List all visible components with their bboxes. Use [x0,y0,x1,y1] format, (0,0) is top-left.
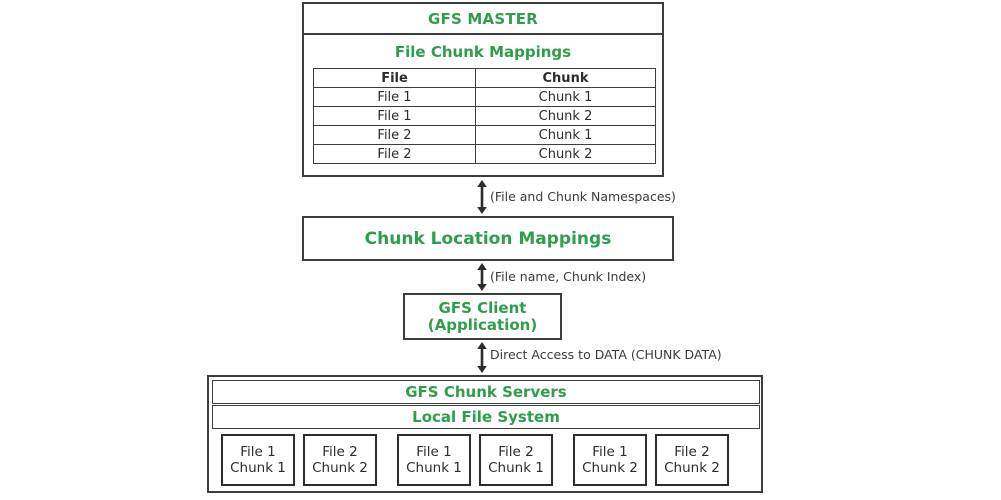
gfs-master-title: GFS MASTER [428,9,538,28]
file-chunk-mappings-title: File Chunk Mappings [394,43,572,61]
chunk-card-chunk: Chunk 1 [406,460,462,476]
gfs-client-subtitle: (Application) [427,315,538,334]
chunk-card: File 2 Chunk 1 [479,434,553,486]
local-file-system-title: Local File System [412,408,560,426]
chunk-card: File 1 Chunk 1 [397,434,471,486]
chunk-card-file: File 2 [322,443,358,460]
chunk-card-chunk: Chunk 2 [582,460,638,476]
gfs-chunk-servers-header: GFS Chunk Servers [212,380,760,404]
chunk-card-file: File 1 [240,443,276,460]
cell-file: File 1 [313,106,476,126]
chunk-card: File 2 Chunk 2 [303,434,377,486]
label-file-name-chunk-index: (File name, Chunk Index) [490,269,647,284]
chunk-card-file: File 1 [592,443,628,460]
chunk-card-file: File 2 [674,443,710,460]
cell-chunk: Chunk 1 [475,125,656,145]
chunk-card: File 1 Chunk 2 [573,434,647,486]
chunk-card-file: File 2 [498,443,534,460]
table-header-row: File Chunk [313,68,656,88]
gfs-client-title: GFS Client [438,298,527,317]
double-arrow-icon-master-to-mappings [476,180,488,214]
chunk-card: File 2 Chunk 2 [655,434,729,486]
file-chunk-mappings-table: File Chunk File 1 Chunk 1 File 1 Chunk 2… [313,68,656,164]
gfs-chunk-servers-title: GFS Chunk Servers [405,383,567,401]
chunk-card-chunk: Chunk 2 [664,460,720,476]
cell-chunk: Chunk 1 [475,87,656,107]
cell-file: File 1 [313,87,476,107]
chunk-card-file: File 1 [416,443,452,460]
local-file-system-header: Local File System [212,405,760,429]
chunk-location-mappings-title: Chunk Location Mappings [364,228,612,249]
chunk-card-chunk: Chunk 1 [230,460,286,476]
file-chunk-mappings-header: File Chunk Mappings [304,37,662,67]
double-arrow-icon-mappings-to-client [476,263,488,291]
column-header-file: File [313,68,476,88]
chunk-card: File 1 Chunk 1 [221,434,295,486]
table-row: File 1 Chunk 1 [313,87,656,107]
double-arrow-icon-client-to-servers [476,342,488,373]
label-file-and-chunk-namespaces: (File and Chunk Namespaces) [490,189,676,204]
gfs-client-box: GFS Client (Application) [403,293,562,340]
table-row: File 2 Chunk 2 [313,144,656,164]
gfs-master-panel: GFS MASTER File Chunk Mappings File Chun… [302,2,664,177]
cell-chunk: Chunk 2 [475,106,656,126]
gfs-chunk-servers-panel: GFS Chunk Servers Local File System File… [207,375,763,493]
chunk-location-mappings-box: Chunk Location Mappings [302,216,674,261]
cell-chunk: Chunk 2 [475,144,656,164]
cell-file: File 2 [313,125,476,145]
chunk-card-row: File 1 Chunk 1 File 2 Chunk 2 File 1 Chu… [221,434,755,486]
gfs-master-header: GFS MASTER [304,4,662,35]
table-row: File 1 Chunk 2 [313,106,656,126]
chunk-card-chunk: Chunk 1 [488,460,544,476]
cell-file: File 2 [313,144,476,164]
column-header-chunk: Chunk [475,68,656,88]
table-row: File 2 Chunk 1 [313,125,656,145]
chunk-card-chunk: Chunk 2 [312,460,368,476]
label-direct-access-to-data: Direct Access to DATA (CHUNK DATA) [490,347,722,362]
